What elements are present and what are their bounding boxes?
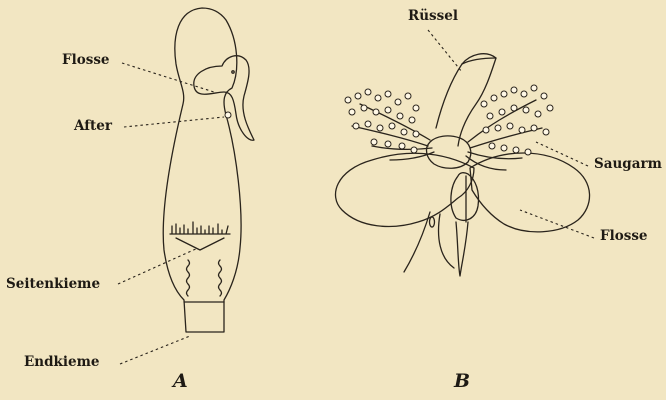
sucker xyxy=(541,93,547,99)
sucker xyxy=(345,97,351,103)
fin-right xyxy=(470,153,590,232)
leader-saugarm xyxy=(536,142,588,166)
sucker xyxy=(501,145,507,151)
sucker xyxy=(365,89,371,95)
sucker xyxy=(365,121,371,127)
label-flosse-b: Flosse xyxy=(600,228,648,244)
sucker xyxy=(519,127,525,133)
terminal-gill-left xyxy=(187,260,190,296)
panel-b-drawing xyxy=(335,54,589,276)
label-ruessel: Rüssel xyxy=(408,8,458,24)
leader-ruessel xyxy=(428,30,462,72)
sucker xyxy=(525,149,531,155)
sucker xyxy=(375,95,381,101)
caption-panel-a: A xyxy=(173,370,188,392)
label-saugarm: Saugarm xyxy=(594,156,662,172)
label-seitenkieme: Seitenkieme xyxy=(6,276,100,292)
sucker xyxy=(481,101,487,107)
label-flosse-a: Flosse xyxy=(62,52,110,68)
foot-spot xyxy=(430,217,435,227)
sucker xyxy=(371,139,377,145)
terminal-gill-right xyxy=(219,260,222,296)
sucker xyxy=(523,107,529,113)
anus-dot xyxy=(225,112,231,118)
sucker xyxy=(411,147,417,153)
sucker xyxy=(501,91,507,97)
sucker xyxy=(535,111,541,117)
sucker xyxy=(489,143,495,149)
sucker xyxy=(495,125,501,131)
tentacle-stems-left xyxy=(352,104,434,160)
sucker xyxy=(395,99,401,105)
sucker xyxy=(507,123,513,129)
tail-right xyxy=(456,222,468,276)
sucker xyxy=(511,105,517,111)
sucker xyxy=(531,125,537,131)
sucker xyxy=(413,105,419,111)
leader-endkieme xyxy=(120,336,190,364)
sucker xyxy=(389,123,395,129)
label-endkieme: Endkieme xyxy=(24,354,100,370)
sucker xyxy=(361,105,367,111)
sucker xyxy=(399,143,405,149)
lateral-gill-comb xyxy=(170,222,230,250)
fin-spot xyxy=(232,71,234,73)
sucker xyxy=(487,113,493,119)
sucker xyxy=(385,91,391,97)
sucker xyxy=(543,129,549,135)
sucker xyxy=(491,95,497,101)
sucker xyxy=(405,93,411,99)
sucker xyxy=(513,147,519,153)
sucker xyxy=(521,91,527,97)
sucker xyxy=(377,125,383,131)
sucker xyxy=(409,117,415,123)
sucker xyxy=(355,93,361,99)
label-after: After xyxy=(74,118,112,134)
panel-a-drawing xyxy=(163,8,254,332)
larva-fin xyxy=(194,56,254,140)
larva-body-outline xyxy=(163,8,241,332)
sucker xyxy=(373,109,379,115)
median-lobe xyxy=(451,173,479,221)
sucker xyxy=(547,105,553,111)
sucker xyxy=(385,107,391,113)
sucker xyxy=(413,131,419,137)
sucker xyxy=(397,113,403,119)
sucker xyxy=(499,109,505,115)
sucker xyxy=(385,141,391,147)
sucker xyxy=(349,109,355,115)
suckers-left xyxy=(345,89,419,153)
leader-seitenkieme xyxy=(118,248,198,284)
leader-after xyxy=(124,117,224,127)
sucker xyxy=(483,127,489,133)
sucker xyxy=(511,87,517,93)
fin-left xyxy=(335,153,474,226)
sucker xyxy=(531,85,537,91)
leader-flosse-a xyxy=(122,63,214,92)
caption-panel-b: B xyxy=(454,370,470,392)
sucker xyxy=(401,129,407,135)
sucker xyxy=(353,123,359,129)
